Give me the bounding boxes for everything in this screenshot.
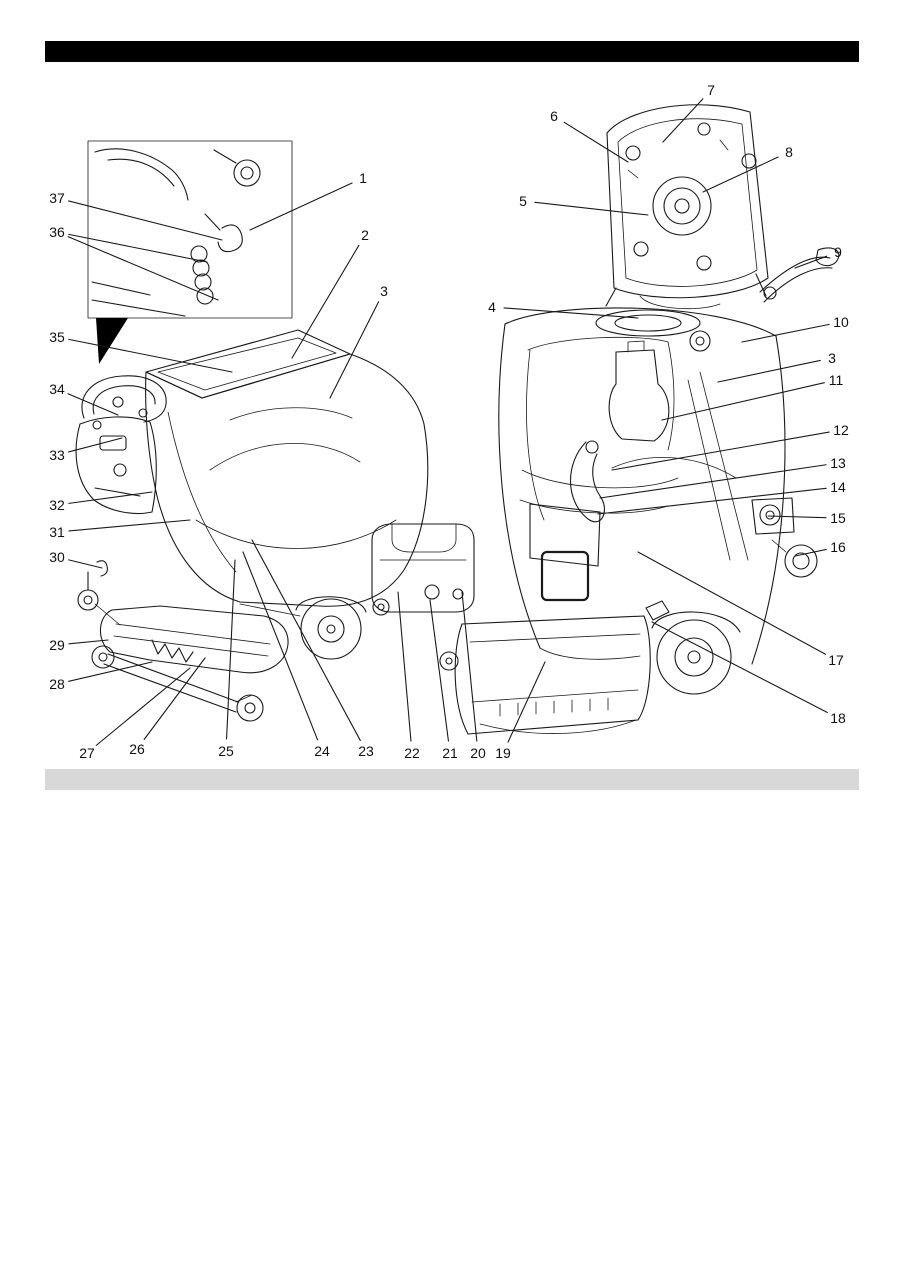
callout-label-8: 8 [785, 144, 793, 160]
callout-label-5: 5 [519, 193, 527, 209]
callout-label-10: 10 [833, 314, 849, 330]
callout-label-19: 19 [495, 745, 511, 761]
callout-label-14: 14 [830, 479, 846, 495]
header-bar [45, 41, 859, 62]
callout-label-23: 23 [358, 743, 374, 759]
callout-label-31: 31 [49, 524, 65, 540]
callout-label-18: 18 [830, 710, 846, 726]
callout-label-28: 28 [49, 676, 65, 692]
callout-label-22: 22 [404, 745, 420, 761]
callout-label-36: 36 [49, 224, 65, 240]
callout-label-27: 27 [79, 745, 95, 761]
callout-label-17: 17 [828, 652, 844, 668]
callout-label-26: 26 [129, 741, 145, 757]
callout-label-16: 16 [830, 539, 846, 555]
callout-label-11: 11 [828, 372, 844, 388]
callout-label-33: 33 [49, 447, 65, 463]
left-view-side [75, 329, 475, 722]
callout-label-32: 32 [49, 497, 65, 513]
callout-label-1: 1 [359, 170, 367, 186]
inset-detail-box [87, 140, 293, 364]
callout-label-24: 24 [314, 743, 330, 759]
callout-label-20: 20 [470, 745, 486, 761]
callout-label-29: 29 [49, 637, 65, 653]
callout-label-30: 30 [49, 549, 65, 565]
callout-label-7: 7 [707, 82, 715, 98]
callout-label-6: 6 [550, 108, 558, 124]
callout-label-35: 35 [49, 329, 65, 345]
callout-label-37: 37 [49, 190, 65, 206]
right-view-front [439, 104, 840, 735]
callout-label-34: 34 [49, 381, 65, 397]
callout-label-21: 21 [442, 745, 458, 761]
callout-label-25: 25 [218, 743, 234, 759]
callout-label-9: 9 [834, 244, 842, 260]
callout-label-4: 4 [488, 299, 496, 315]
leader-lines [67, 98, 830, 746]
callout-label-3: 3 [380, 283, 388, 299]
callout-label-12: 12 [833, 422, 849, 438]
callout-label-2: 2 [361, 227, 369, 243]
callout-label-13: 13 [830, 455, 846, 471]
callout-label-3: 3 [828, 350, 836, 366]
callout-label-15: 15 [830, 510, 846, 526]
footer-bar [45, 769, 859, 790]
